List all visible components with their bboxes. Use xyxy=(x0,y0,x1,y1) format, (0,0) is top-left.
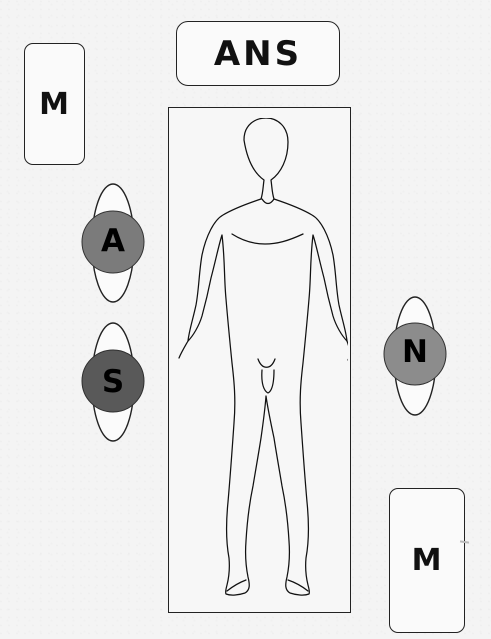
title-box: ANS xyxy=(176,21,340,86)
left-m-label: M xyxy=(39,87,70,122)
right-m-label: M xyxy=(412,543,443,578)
a-node-shape xyxy=(79,180,147,306)
title-text: ANS xyxy=(214,34,302,74)
n-node-shape xyxy=(382,292,448,421)
a-node: A xyxy=(79,180,147,306)
s-node-shape xyxy=(79,318,147,446)
left-m-box: M xyxy=(24,43,85,165)
right-m-box: M xyxy=(389,488,465,633)
s-node: S xyxy=(79,318,147,446)
n-node: N xyxy=(382,292,448,421)
human-figure xyxy=(170,118,348,596)
